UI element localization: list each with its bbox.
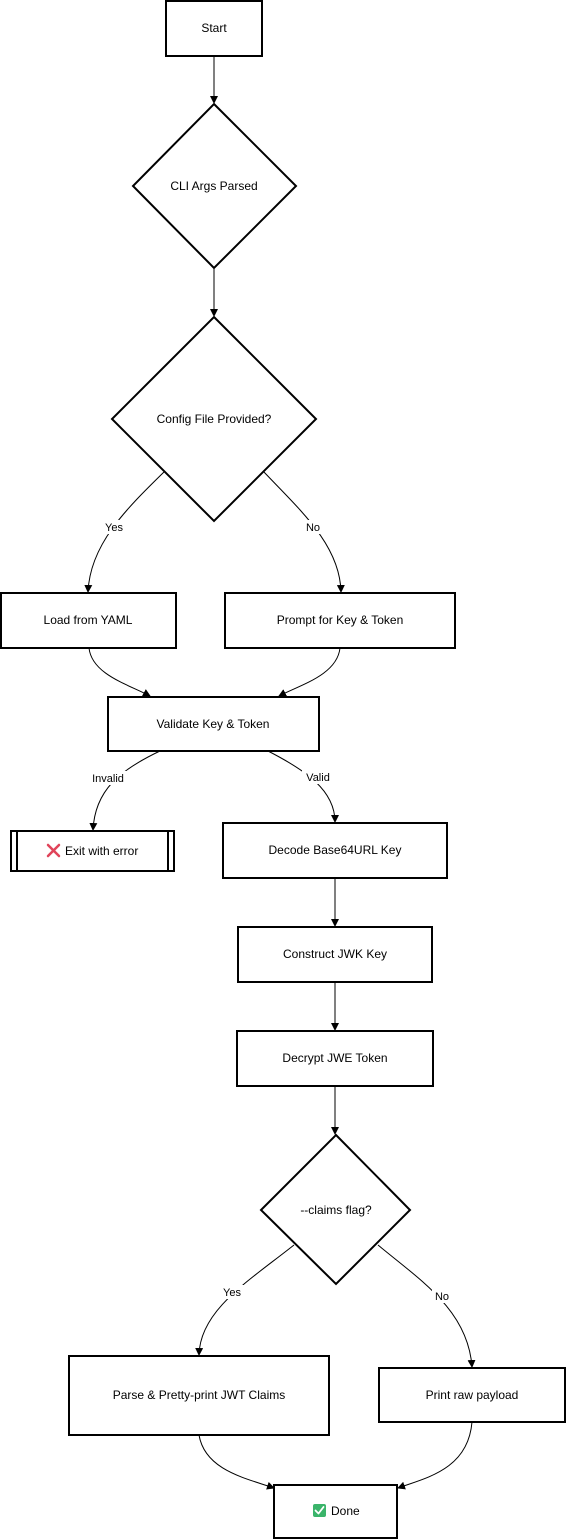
edge-config-no — [262, 470, 345, 593]
edges — [84, 56, 476, 1490]
node-decrypt: Decrypt JWE Token — [236, 1030, 434, 1087]
edge-label-validate-valid: Valid — [306, 772, 330, 784]
cross-mark-icon — [46, 843, 61, 858]
node-config-provided: Config File Provided? — [110, 315, 318, 523]
edge-label-config-yes: Yes — [105, 522, 123, 534]
node-exit-error: Exit with error — [10, 830, 175, 872]
node-decode-label: Decode Base64URL Key — [269, 843, 402, 857]
edge-yaml-to-validate — [88, 647, 151, 697]
edge-label-config-no: No — [306, 522, 320, 534]
edge-label-claims-yes: Yes — [223, 1287, 241, 1299]
node-construct: Construct JWK Key — [237, 926, 433, 983]
edge-label-bg — [432, 1289, 452, 1303]
node-done-label: Done — [331, 1504, 360, 1518]
node-load-yaml: Load from YAML — [0, 592, 177, 649]
edge-label-bg — [302, 770, 334, 784]
node-parse-claims-label: Parse & Pretty-print JWT Claims — [113, 1388, 285, 1402]
check-mark-icon — [313, 1504, 326, 1517]
node-decode: Decode Base64URL Key — [222, 822, 448, 879]
node-load-yaml-label: Load from YAML — [44, 613, 133, 627]
edge-validate-valid — [267, 750, 339, 823]
edge-label-validate-invalid: Invalid — [92, 773, 124, 785]
node-start: Start — [165, 0, 263, 57]
node-claims-flag-label: --claims flag? — [300, 1203, 372, 1217]
node-print-raw: Print raw payload — [378, 1367, 566, 1423]
edge-parse-to-done — [198, 1434, 275, 1490]
node-parse-claims: Parse & Pretty-print JWT Claims — [68, 1355, 330, 1436]
node-decrypt-label: Decrypt JWE Token — [282, 1051, 387, 1065]
node-config-provided-label: Config File Provided? — [157, 412, 272, 426]
node-cli-args-label: CLI Args Parsed — [170, 179, 257, 193]
edge-label-bg — [88, 771, 128, 785]
edge-config-yes — [84, 470, 166, 593]
edge-validate-invalid — [89, 750, 161, 831]
edge-print-to-done — [397, 1421, 473, 1490]
edge-labels: Yes No Invalid Valid Yes No — [88, 520, 452, 1303]
edge-claims-yes — [195, 1244, 295, 1356]
node-prompt: Prompt for Key & Token — [224, 592, 456, 649]
edge-prompt-to-validate — [278, 647, 341, 697]
node-validate: Validate Key & Token — [107, 696, 320, 752]
node-claims-flag: --claims flag? — [259, 1133, 412, 1286]
node-print-raw-label: Print raw payload — [426, 1388, 519, 1402]
node-done: Done — [273, 1484, 398, 1539]
edge-label-claims-no: No — [435, 1291, 449, 1303]
node-cli-args: CLI Args Parsed — [131, 102, 298, 270]
node-validate-label: Validate Key & Token — [157, 717, 270, 731]
edge-label-bg — [220, 1285, 244, 1299]
edge-label-bg — [303, 520, 323, 534]
edge-claims-no — [377, 1244, 476, 1368]
node-prompt-label: Prompt for Key & Token — [277, 613, 404, 627]
node-exit-error-label: Exit with error — [65, 844, 138, 858]
edge-label-bg — [102, 520, 126, 534]
node-construct-label: Construct JWK Key — [283, 947, 387, 961]
node-start-label: Start — [201, 21, 227, 35]
